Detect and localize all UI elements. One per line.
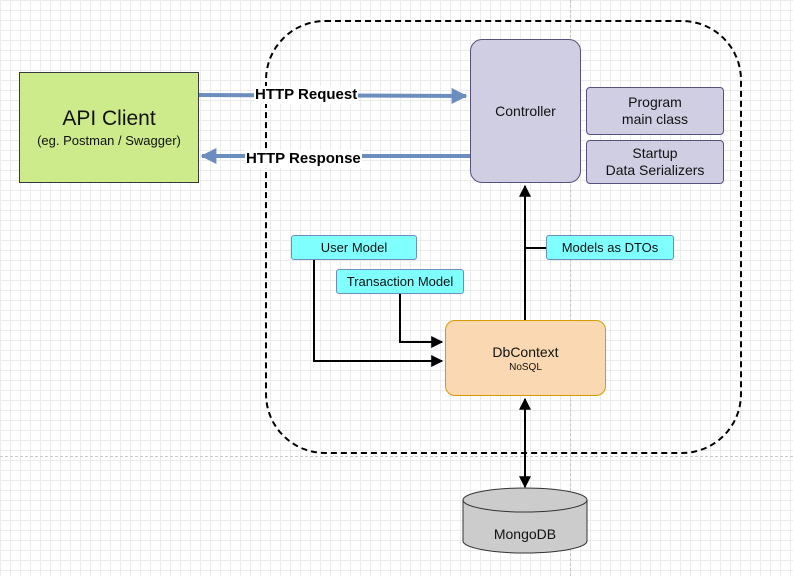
user-model-tag: User Model <box>291 235 417 260</box>
dbcontext-title: DbContext <box>492 343 559 360</box>
http-request-label: HTTP Request <box>254 86 359 104</box>
program-line-2: main class <box>621 111 689 127</box>
startup-line-2: Data Serializers <box>605 162 705 178</box>
startup-line-1: Startup <box>632 145 678 161</box>
service-boundary <box>265 20 742 454</box>
http-response-label: HTTP Response <box>245 150 362 168</box>
user-model-arrow <box>313 260 444 367</box>
transaction-model-label: Transaction Model <box>346 274 454 289</box>
dbcontext-box: DbContext NoSQL <box>445 320 606 396</box>
controller-label: Controller <box>495 103 556 119</box>
transaction-model-arrow <box>399 294 444 348</box>
api-client-title: API Client <box>62 107 156 130</box>
api-client-box: API Client (eg. Postman / Swagger) <box>19 72 199 183</box>
program-line-1: Program <box>628 94 682 110</box>
models-dtos-label: Models as DTOs <box>561 240 659 255</box>
guide-line-vertical <box>570 0 571 576</box>
controller-box: Controller <box>470 39 581 183</box>
transaction-model-tag: Transaction Model <box>336 269 464 294</box>
user-model-label: User Model <box>320 240 388 255</box>
program-box: Program main class <box>586 87 724 135</box>
mongodb-label: MongoDB <box>493 526 557 542</box>
guide-line-horizontal <box>0 456 793 457</box>
startup-box: Startup Data Serializers <box>586 140 724 184</box>
api-client-subtitle: (eg. Postman / Swagger) <box>37 133 181 148</box>
mongodb-cylinder <box>462 487 588 554</box>
models-dtos-tag: Models as DTOs <box>546 235 674 260</box>
dbcontext-subtitle: NoSQL <box>509 361 542 373</box>
